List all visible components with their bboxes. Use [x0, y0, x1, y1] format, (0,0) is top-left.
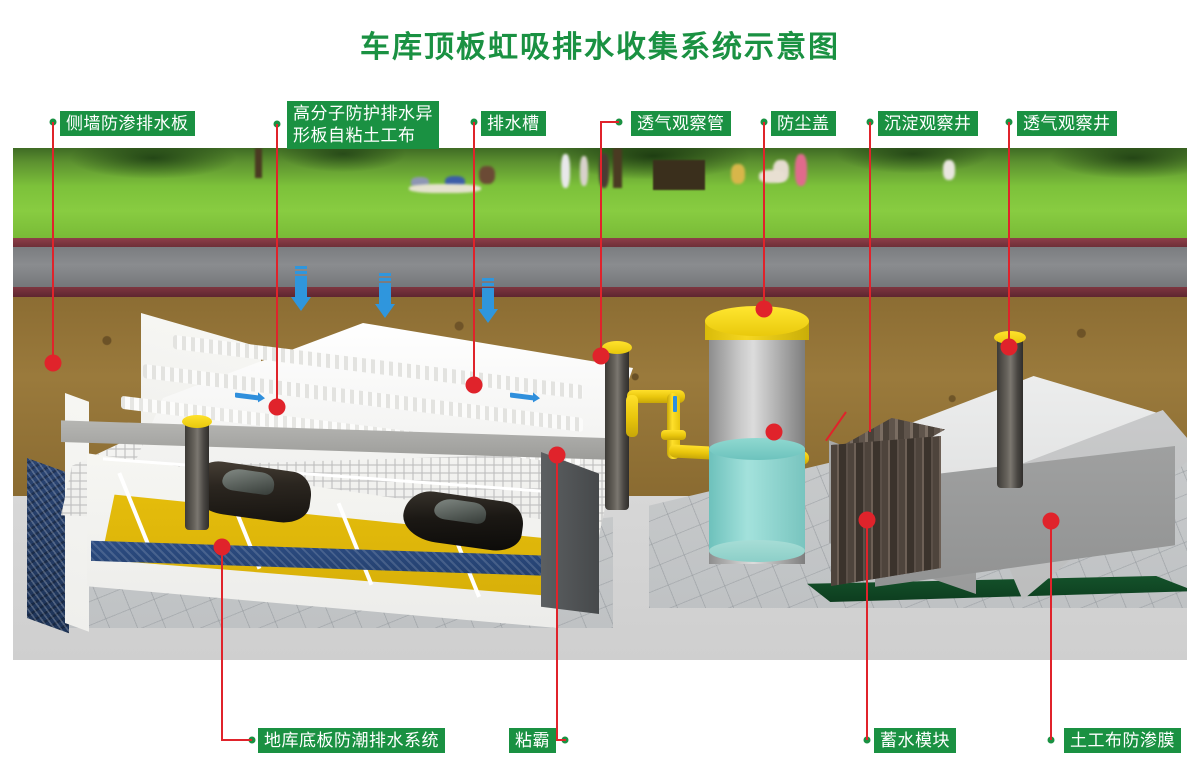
dust-cover-cap-icon [602, 341, 632, 354]
person-figure [943, 160, 955, 180]
callout-target-dot [765, 423, 783, 441]
callout-label-dust-cover: 防尘盖 [771, 111, 836, 136]
leader-line [1008, 122, 1010, 347]
callout-label-drainage-channel: 排水槽 [481, 111, 546, 136]
callout-label-basement-drain-system: 地库底板防潮排水系统 [258, 728, 445, 753]
leader-line [556, 455, 558, 740]
vent-observation-pipe [602, 341, 632, 510]
callout-target-dot [755, 300, 773, 318]
callout-anchor-dot [1047, 736, 1055, 744]
callout-target-dot [1000, 338, 1018, 356]
callout-label-water-storage-module: 蓄水模块 [874, 728, 956, 753]
park-bench-icon [653, 160, 705, 190]
leader-line [221, 547, 223, 740]
flow-marker [673, 396, 677, 412]
person-figure [411, 177, 429, 188]
tree-trunk-icon [255, 148, 262, 178]
callout-label-vent-observation-pipe: 透气观察管 [631, 111, 731, 136]
callout-anchor-dot [248, 736, 256, 744]
sedimentation-observation-well [705, 306, 809, 564]
side-wall-drainage-board [27, 458, 69, 634]
pipe-elbow [626, 395, 638, 437]
leader-line [600, 121, 619, 123]
leader-line [1050, 521, 1052, 740]
callout-label-geotextile-membrane: 土工布防渗膜 [1064, 728, 1181, 753]
callout-target-dot [213, 538, 231, 556]
person-figure [561, 154, 570, 188]
person-figure [479, 166, 495, 184]
callout-target-dot [858, 511, 876, 529]
callout-target-dot [268, 398, 286, 416]
callout-label-adhesive-ba: 粘霸 [509, 728, 556, 753]
person-figure [731, 164, 745, 184]
leader-line [600, 121, 602, 356]
leader-line [763, 122, 765, 309]
callout-target-dot [592, 347, 610, 365]
person-figure [580, 156, 588, 186]
dust-cover-cap-icon [182, 415, 212, 428]
leader-line [556, 739, 566, 741]
callout-label-sedimentation-well: 沉淀观察井 [878, 111, 978, 136]
tree-trunk-icon [613, 148, 622, 188]
pipe-coupling [661, 430, 686, 440]
leader-line [869, 122, 871, 432]
illustration-canvas [13, 148, 1187, 660]
garage-right-wall [541, 452, 599, 614]
leader-line [473, 122, 475, 385]
person-figure [759, 170, 785, 183]
callout-target-dot [1042, 512, 1060, 530]
callout-label-vent-observation-well: 透气观察井 [1017, 111, 1117, 136]
water-storage-module [831, 418, 945, 586]
callout-anchor-dot [615, 118, 623, 126]
page-title: 车库顶板虹吸排水收集系统示意图 [360, 31, 840, 64]
callout-label-side-wall-drain-board: 侧墙防渗排水板 [60, 111, 195, 136]
callout-target-dot [548, 446, 566, 464]
picnic-blanket [409, 184, 481, 193]
person-figure [795, 154, 807, 186]
callout-label-polymer-drain-board: 高分子防护排水异 形板自粘土工布 [287, 101, 439, 149]
person-figure [599, 153, 609, 188]
leader-line [276, 124, 278, 407]
callout-target-dot [465, 376, 483, 394]
callout-target-dot [44, 354, 62, 372]
leader-line [221, 739, 252, 741]
vent-pipe-left [182, 415, 212, 530]
vent-observation-well-pipe [994, 331, 1026, 488]
callout-anchor-dot [863, 736, 871, 744]
leader-line [52, 122, 54, 363]
leader-line [866, 520, 868, 740]
